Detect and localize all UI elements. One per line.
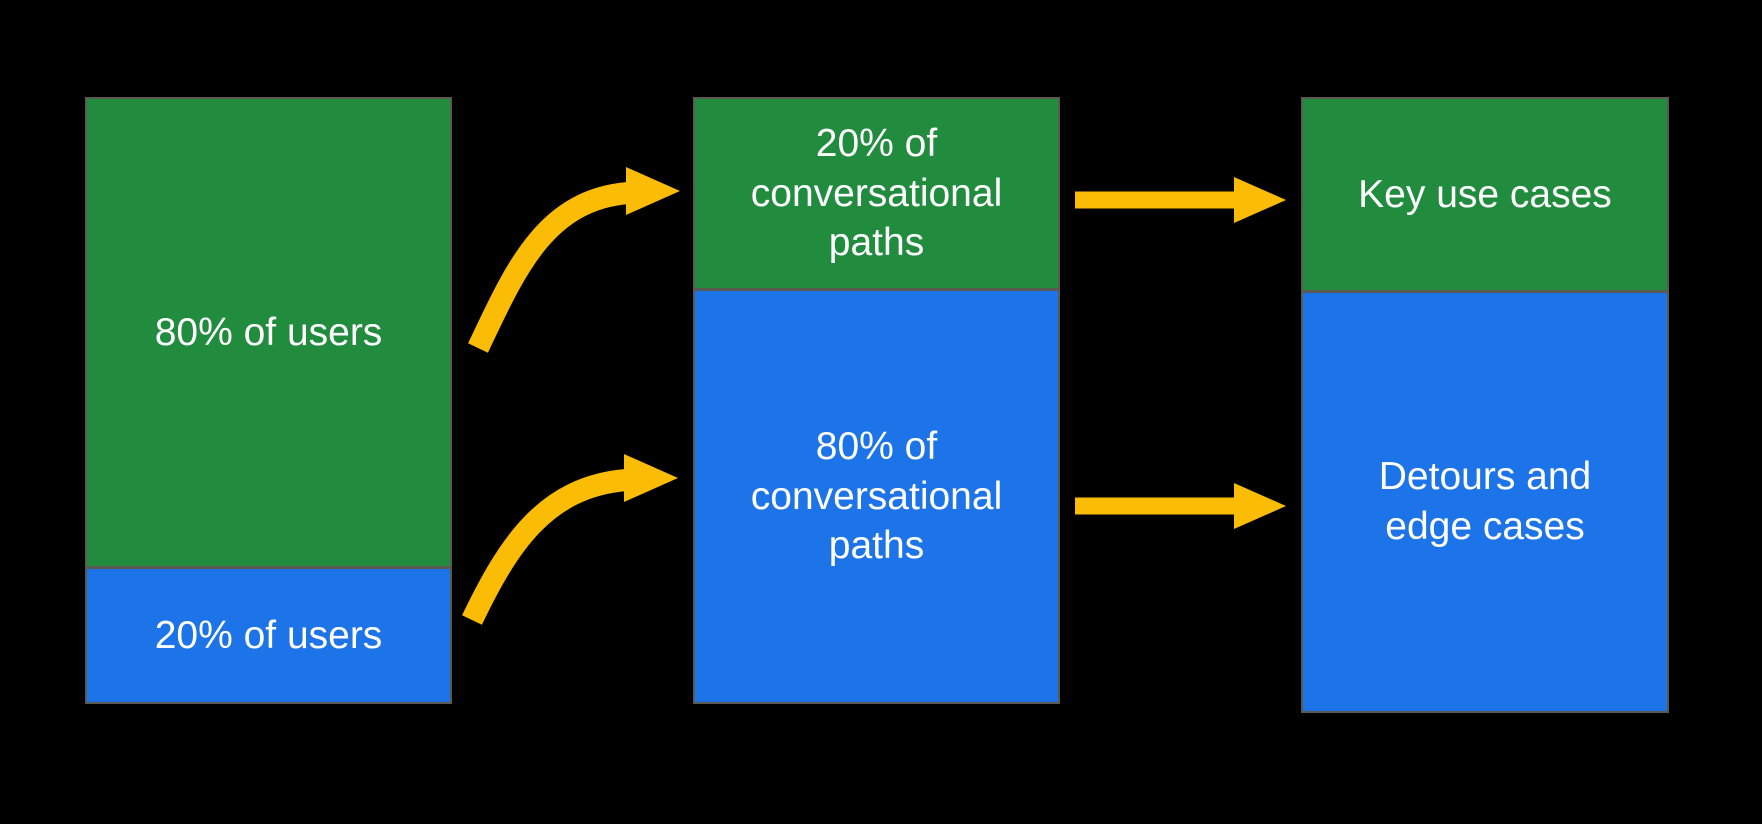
conversational-paths-column: 20% of conversational paths 80% of conve… <box>693 97 1060 704</box>
users-20-segment: 20% of users <box>87 566 450 702</box>
users-20-label: 20% of users <box>154 613 383 657</box>
paths-80-label: 80% of conversational paths <box>750 424 1003 568</box>
curved-arrow-users80-to-paths20 <box>468 167 680 353</box>
users-80-segment: 80% of users <box>87 99 450 566</box>
straight-arrow-paths20-to-keyusecases <box>1075 177 1286 223</box>
outcomes-column: Key use cases Detours and edge cases <box>1301 97 1669 713</box>
curved-arrow-users20-to-paths80 <box>462 454 678 625</box>
users-80-label: 80% of users <box>154 310 383 354</box>
paths-20-segment: 20% of conversational paths <box>695 99 1058 288</box>
detours-edge-cases-label: Detours and edge cases <box>1378 455 1592 548</box>
paths-20-label: 20% of conversational paths <box>750 121 1003 265</box>
detours-edge-cases-segment: Detours and edge cases <box>1303 290 1667 711</box>
paths-80-segment: 80% of conversational paths <box>695 288 1058 702</box>
straight-arrow-paths80-to-detours <box>1075 483 1286 529</box>
key-use-cases-segment: Key use cases <box>1303 99 1667 290</box>
users-column: 80% of users 20% of users <box>85 97 452 704</box>
key-use-cases-label: Key use cases <box>1358 172 1612 216</box>
